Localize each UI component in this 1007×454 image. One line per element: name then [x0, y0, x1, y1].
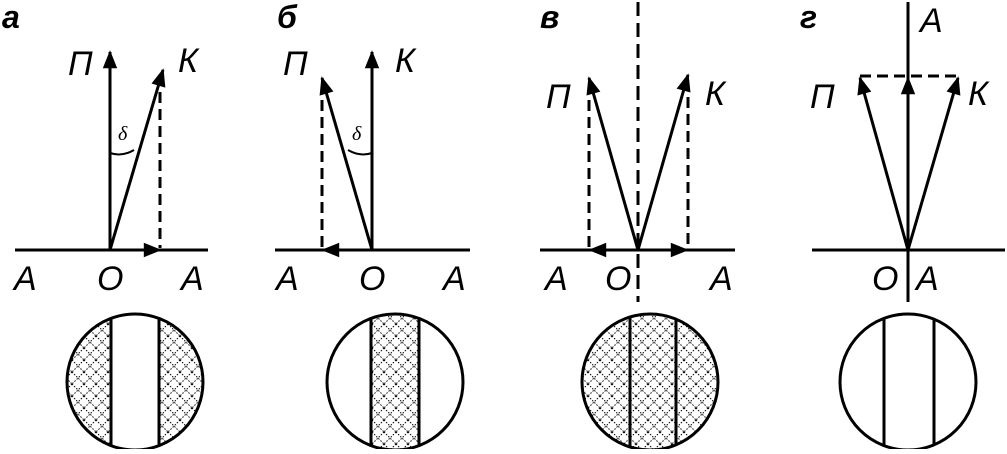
analyzer-vector	[906, 76, 961, 251]
field-of-view	[580, 312, 720, 452]
axis-label-left: А	[274, 260, 299, 298]
panel-label-v: в	[540, 0, 559, 35]
angle-label: δ	[118, 123, 128, 145]
origin-label: О	[605, 260, 631, 298]
polarizer-vector	[586, 76, 640, 251]
axis-label-right: А	[708, 260, 733, 298]
analyzer-vector	[636, 73, 691, 251]
field-of-view	[65, 312, 205, 452]
angle-arc	[347, 149, 373, 156]
polarizer-vector	[857, 76, 910, 251]
analyzer-label: К	[395, 42, 417, 80]
analyzer-label: К	[968, 75, 990, 113]
axis-label-right: А	[179, 260, 204, 298]
angle-label: δ	[352, 123, 362, 145]
analyzer-vector	[319, 76, 374, 251]
axis-label-left: А	[12, 260, 37, 298]
polarizer-label: П	[546, 78, 571, 116]
origin-label: О	[97, 260, 123, 298]
panel-v: в П К А О А	[540, 0, 735, 452]
field-of-view	[325, 312, 465, 452]
axis-label-right: А	[914, 260, 939, 298]
panel-label-g: г	[800, 0, 817, 35]
angle-arc	[109, 149, 135, 156]
axis-label-top: А	[918, 2, 943, 40]
panel-label-a: а	[2, 0, 20, 35]
analyzer-label: К	[178, 42, 200, 80]
panel-label-b: б	[277, 0, 298, 35]
analyzer-vector	[108, 68, 166, 251]
field-of-view	[838, 312, 978, 452]
panel-g: г А П К О А	[800, 0, 1005, 452]
dark-region	[371, 314, 419, 450]
origin-label: О	[359, 260, 385, 298]
panel-a: а δ П К А О А	[2, 0, 208, 452]
polarizer-label: П	[283, 45, 308, 83]
panel-b: б δ П К А О А	[274, 0, 470, 452]
origin-label: О	[872, 260, 898, 298]
dark-region	[582, 314, 718, 450]
analyzer-label: К	[705, 75, 727, 113]
polarizer-label: П	[68, 45, 93, 83]
axis-label-right: А	[441, 260, 466, 298]
polarizer-label: П	[810, 78, 835, 116]
axis-label-left: А	[543, 260, 568, 298]
